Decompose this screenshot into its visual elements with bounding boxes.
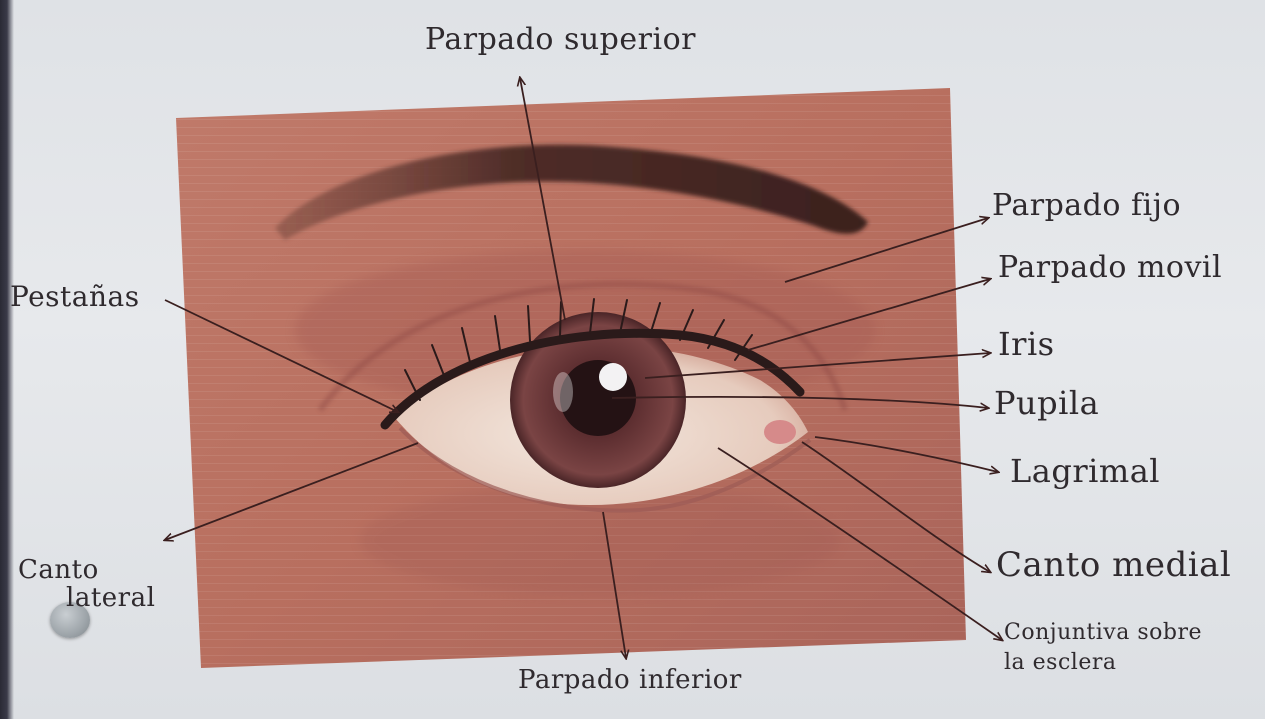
label-conjuntiva-line1: Conjuntiva sobre [1004,618,1202,648]
eye-photo [176,88,966,668]
label-canto-lateral: Canto lateral [18,556,155,612]
label-parpado-superior: Parpado superior [425,22,696,57]
label-iris: Iris [998,325,1055,363]
label-canto-medial: Canto medial [996,545,1231,585]
lacrimal-caruncle [764,420,796,444]
label-pestanas: Pestañas [10,280,140,313]
label-lagrimal: Lagrimal [1010,452,1160,490]
label-parpado-fijo: Parpado fijo [992,188,1181,223]
label-conjuntiva: Conjuntiva sobre la esclera [1004,618,1202,678]
label-canto-lateral-line1: Canto [18,556,155,584]
label-parpado-inferior: Parpado inferior [518,665,742,695]
label-parpado-movil: Parpado movil [998,250,1222,285]
label-canto-lateral-line2: lateral [18,584,155,612]
label-conjuntiva-line2: la esclera [1004,648,1202,678]
label-pupila: Pupila [994,384,1099,422]
